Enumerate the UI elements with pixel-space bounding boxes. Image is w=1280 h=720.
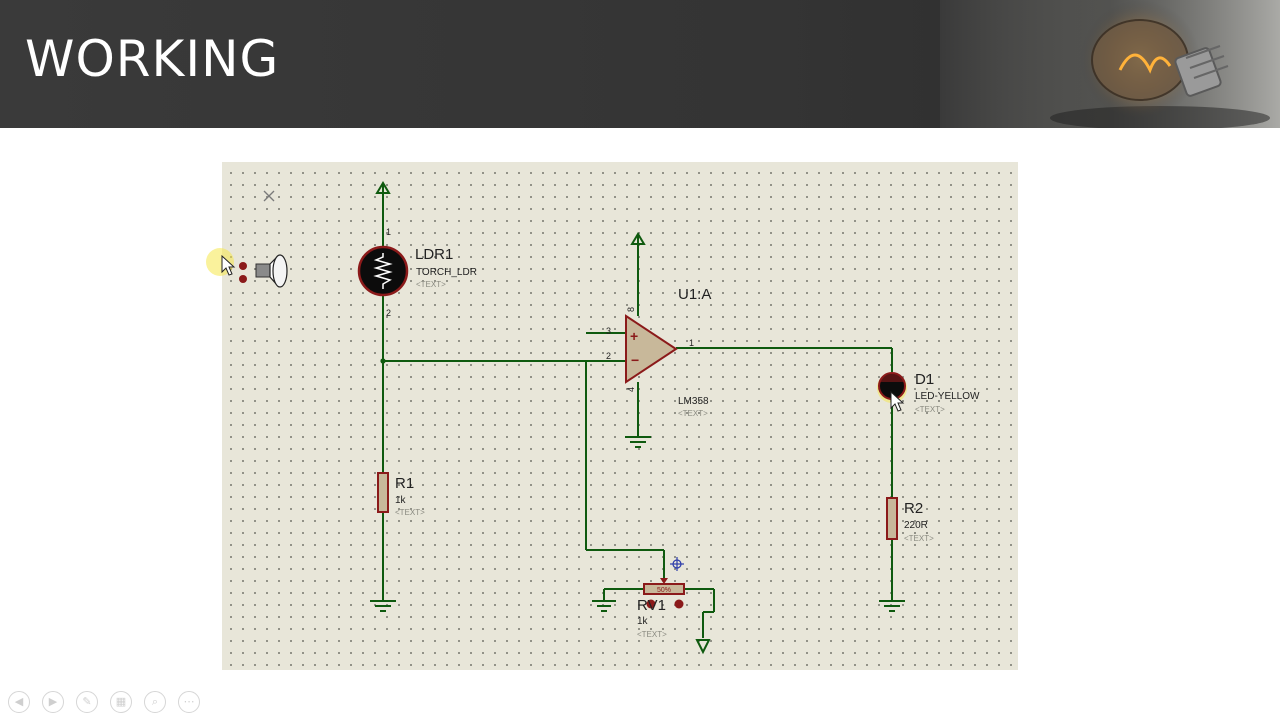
arrow-terminal-rv1 — [695, 639, 711, 655]
power-terminal-ldr — [375, 181, 391, 196]
more-icon[interactable]: ⋯ — [178, 691, 200, 713]
r2-text-placeholder: <TEXT> — [904, 534, 934, 543]
ldr-component[interactable] — [357, 245, 409, 297]
d1-ref: D1 — [915, 371, 934, 388]
ground-symbol — [625, 436, 651, 448]
slides-icon[interactable]: ▦ — [110, 691, 132, 713]
ground-symbol — [370, 600, 396, 612]
mouse-cursor-icon — [890, 390, 905, 412]
rv1-value: 1k — [637, 616, 649, 627]
forward-icon[interactable]: ▶ — [42, 691, 64, 713]
r2-ref: R2 — [904, 500, 923, 517]
rv1-ref: RV1 — [637, 597, 666, 614]
torch-icon[interactable] — [239, 254, 288, 288]
power-terminal-opamp — [630, 232, 646, 246]
ground-symbol — [879, 600, 905, 612]
opamp-value: LM358 — [678, 396, 709, 407]
opamp-component[interactable] — [625, 314, 678, 384]
rv1-percent: 50% — [657, 587, 671, 594]
ldr-text-placeholder: <TEXT> — [416, 280, 446, 289]
zoom-icon[interactable]: ⌕ — [144, 691, 166, 713]
opamp-pin-3: 3 — [606, 326, 611, 336]
opamp-plus-sign: + — [630, 328, 638, 344]
opamp-pin-2: 2 — [606, 351, 611, 361]
slide-title: WORKING — [25, 30, 280, 88]
ldr-pin-2: 2 — [386, 308, 391, 318]
junction-dot — [380, 358, 386, 364]
ldr-ref: LDR1 — [415, 246, 453, 263]
wires — [382, 195, 893, 638]
r1-ref: R1 — [395, 475, 414, 492]
slide-header: WORKING — [0, 0, 1280, 128]
rv1-text-placeholder: <TEXT> — [637, 630, 667, 639]
ldr-pin-1: 1 — [386, 227, 391, 237]
close-x-icon[interactable] — [263, 190, 275, 202]
opamp-pin-8: 8 — [626, 307, 636, 312]
opamp-pin-4: 4 — [626, 387, 636, 392]
opamp-pin-1: 1 — [689, 338, 694, 348]
d1-value: LED-YELLOW — [915, 391, 980, 402]
r2-value: 220R — [904, 520, 928, 531]
light-bulb-image — [940, 0, 1280, 128]
schematic-canvas[interactable] — [222, 162, 1018, 670]
presentation-controls: ◀ ▶ ✎ ▦ ⌕ ⋯ — [4, 688, 219, 714]
pen-icon[interactable]: ✎ — [76, 691, 98, 713]
ldr-value: TORCH_LDR — [416, 267, 477, 278]
potentiometer-component[interactable] — [643, 578, 685, 609]
mouse-cursor-icon — [206, 248, 236, 276]
opamp-ref: U1:A — [678, 286, 711, 303]
r1-text-placeholder: <TEXT> — [395, 508, 425, 517]
back-icon[interactable]: ◀ — [8, 691, 30, 713]
r1-resistor[interactable] — [377, 472, 389, 513]
probe-crosshair-icon[interactable] — [670, 557, 684, 571]
ground-symbol — [592, 600, 616, 612]
r2-resistor[interactable] — [886, 497, 898, 540]
r1-value: 1k — [395, 495, 407, 506]
d1-text-placeholder: <TEXT> — [915, 405, 945, 414]
opamp-minus-sign: − — [631, 352, 639, 368]
led-component[interactable] — [877, 372, 907, 403]
opamp-text-placeholder: <TEXT> — [678, 409, 708, 418]
